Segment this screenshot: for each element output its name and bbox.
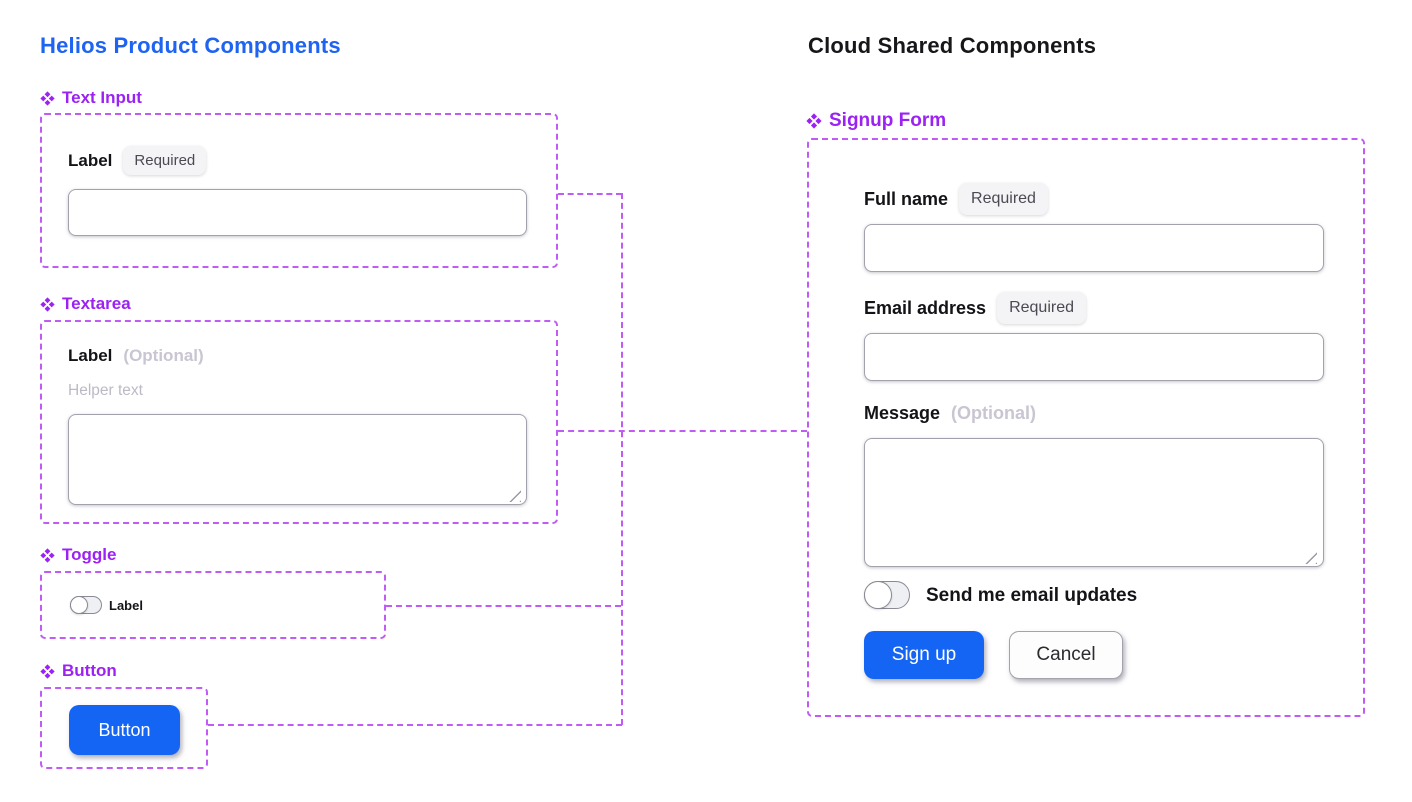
component-header-label: Signup Form [829,110,947,131]
component-header-toggle: Toggle [40,545,116,565]
page-title-cloud: Cloud Shared Components [808,33,1097,58]
component-header-textarea: Textarea [40,294,131,314]
message-textarea[interactable] [864,438,1324,567]
connector-button [208,724,622,726]
required-badge: Required [123,146,207,175]
signup-form-boundary: Full name Required Email address Require… [807,138,1365,717]
text-input-component-boundary: Label Required [40,113,558,268]
connector-trunk [621,193,623,725]
full-name-label: Full name [864,188,949,209]
text-input-field[interactable] [68,189,527,236]
component-header-label: Text Input [62,88,142,107]
component-icon [40,547,55,563]
component-icon [40,663,55,679]
full-name-input[interactable] [864,224,1324,272]
email-updates-label: Send me email updates [926,585,1138,606]
message-optional-hint: (Optional) [951,403,1037,423]
text-input-label: Label [68,150,113,170]
component-icon [806,113,822,129]
helper-text: Helper text [68,382,143,399]
toggle-knob [69,595,88,614]
connector-textarea-to-signup [558,430,807,432]
toggle-label: Label [109,598,143,613]
button-component[interactable]: Button [69,705,180,755]
toggle-switch[interactable] [69,595,102,614]
textarea-field[interactable] [68,414,527,505]
component-header-label: Textarea [62,294,131,313]
full-name-required-badge: Required [959,183,1048,215]
component-header-label: Toggle [62,545,117,564]
connector-toggle [386,605,621,607]
connector-text-input [558,193,622,195]
textarea-component-boundary: Label (Optional) Helper text [40,320,558,524]
email-updates-toggle[interactable] [863,580,910,609]
textarea-label: Label [68,346,113,365]
button-component-boundary: Button [40,687,208,769]
email-required-badge: Required [997,292,1086,324]
component-header-text-input: Text Input [40,88,142,108]
sign-up-button[interactable]: Sign up [864,631,984,679]
email-input[interactable] [864,333,1324,381]
toggle-knob [863,580,892,609]
component-icon [40,296,55,312]
component-header-label: Button [62,661,117,680]
optional-hint: (Optional) [123,346,204,365]
component-header-signup-form: Signup Form [806,110,946,132]
page-title-helios: Helios Product Components [40,33,341,58]
message-label: Message [864,403,941,423]
cancel-button[interactable]: Cancel [1009,631,1123,679]
component-icon [40,90,55,106]
email-label: Email address [864,297,987,318]
toggle-component-boundary: Label [40,571,386,639]
component-header-button: Button [40,661,117,681]
